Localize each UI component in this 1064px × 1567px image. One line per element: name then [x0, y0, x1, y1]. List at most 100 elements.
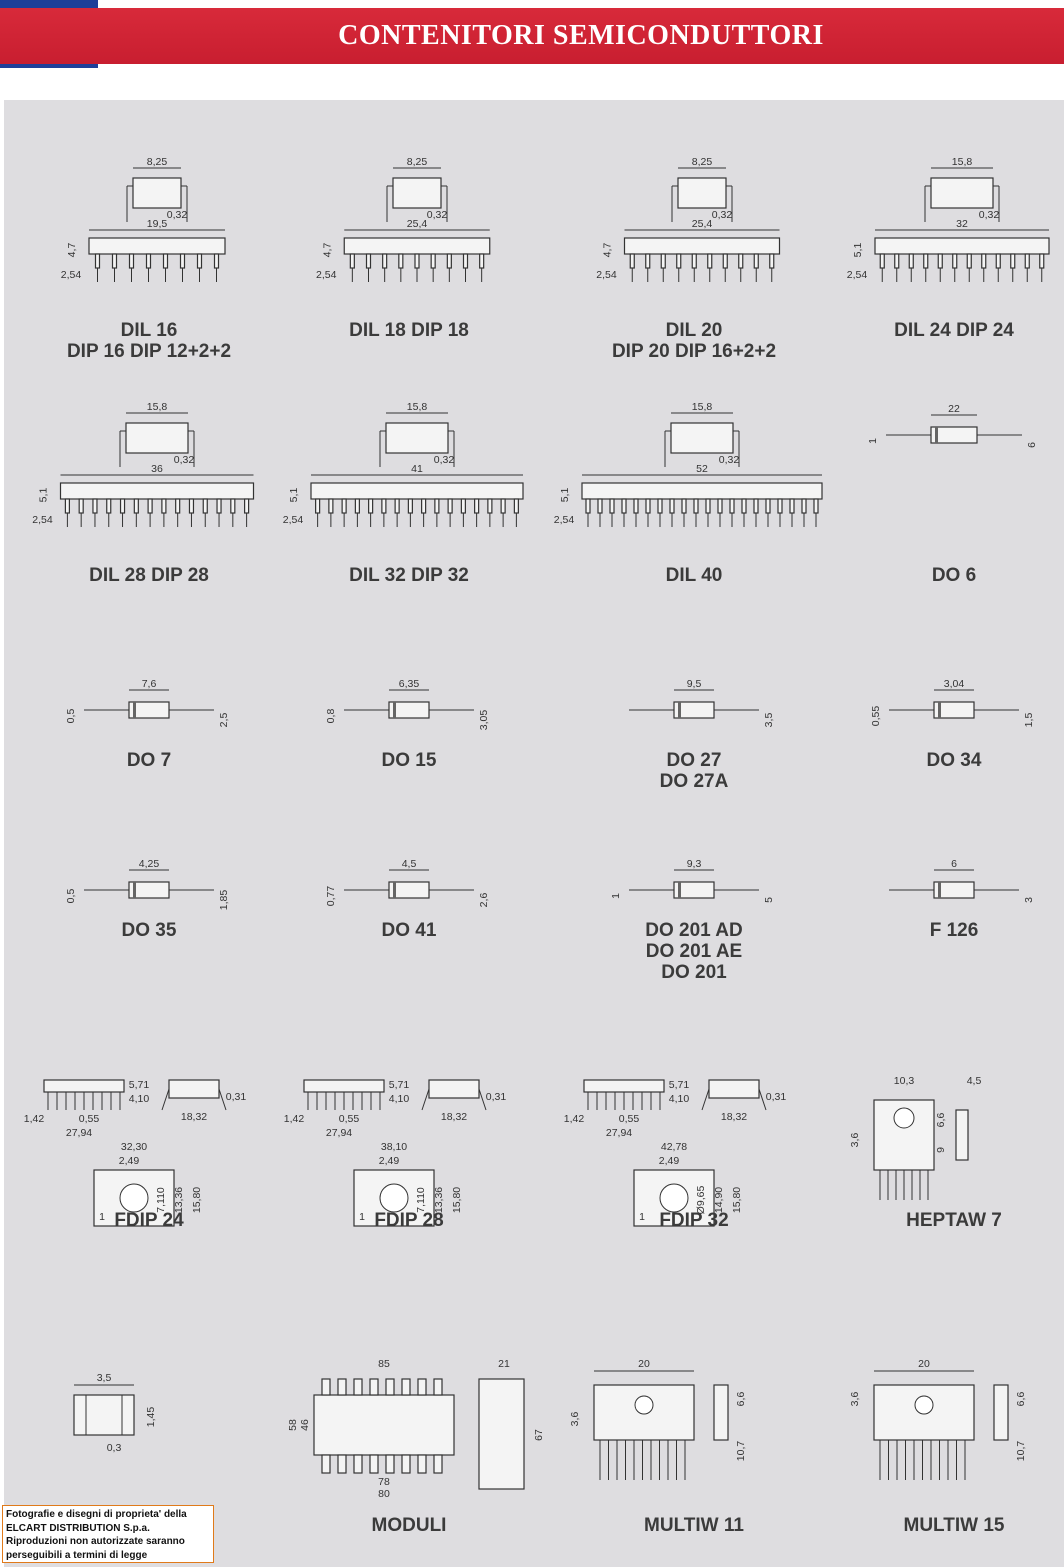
package-label: DO 15 [381, 750, 437, 771]
package-label: DO 7 [126, 750, 172, 771]
dimension-label: 5,1 [38, 488, 50, 503]
pin [908, 253, 914, 269]
pin [717, 498, 723, 514]
pin [479, 253, 485, 269]
fin [337, 1378, 347, 1396]
package-front-view [874, 237, 1050, 255]
pin [213, 253, 220, 269]
dimension-line [161, 1088, 170, 1111]
pin [981, 253, 987, 269]
package-side-view [955, 1109, 969, 1161]
pin [365, 253, 372, 269]
dimension-label: 0,32 [427, 209, 448, 221]
package-front-view [88, 237, 226, 255]
fin [321, 1378, 331, 1396]
dimension-label: 10,7 [735, 1441, 747, 1462]
pin [382, 253, 388, 269]
pin [94, 253, 101, 269]
dimension-label: 18,32 [441, 1111, 467, 1123]
fin [433, 1378, 443, 1396]
pin [315, 498, 321, 514]
pin [196, 253, 203, 269]
pin [1024, 253, 1030, 269]
pin [645, 498, 651, 514]
dimension-label: 4,25 [139, 858, 160, 870]
pin [398, 253, 404, 269]
dimension-label: 3,5 [97, 1372, 112, 1384]
cathode-band [133, 882, 136, 898]
package-label: HEPTAW 7 [906, 1210, 1002, 1231]
dimension-label: 2,54 [847, 269, 868, 281]
dimension-line [421, 1088, 430, 1111]
dimension-label: 5,1 [559, 488, 571, 503]
fin [385, 1378, 395, 1396]
fin [417, 1378, 427, 1396]
dimension-label: 5 [763, 897, 775, 903]
pin [341, 498, 347, 514]
module-body [313, 1394, 455, 1456]
pin [753, 253, 759, 269]
dimension-label: 13,36 [433, 1187, 445, 1213]
pin [1039, 253, 1045, 269]
dimension-label: 1 [867, 438, 879, 444]
pin [175, 498, 181, 514]
dimension-label: 7,6 [142, 678, 157, 690]
pin [487, 498, 493, 514]
dimension-label: 9 [935, 1147, 947, 1153]
dimension-label: 8,25 [407, 156, 428, 168]
module-side-view [478, 1378, 525, 1490]
dimension-label: 6,6 [935, 1113, 947, 1128]
dimension-label: 15,80 [731, 1187, 743, 1213]
dimension-label: 5,71 [389, 1079, 410, 1091]
package-end-view [708, 1079, 760, 1099]
mounting-hole [634, 1395, 654, 1415]
dimension-label: 0,32 [719, 454, 740, 466]
dimension-label: 5,71 [669, 1079, 690, 1091]
mounting-hole [914, 1395, 934, 1415]
pin [765, 498, 771, 514]
package-label: DO 27 DO 27A [659, 750, 729, 792]
pin [937, 253, 943, 269]
package-label: FDIP 32 [659, 1210, 729, 1231]
cathode-band [935, 427, 938, 443]
pin [434, 498, 440, 514]
dimension-label: 20 [918, 1358, 930, 1370]
dimension-label: 14,90 [713, 1187, 725, 1213]
dimension-label: 0,32 [434, 454, 455, 466]
pin [447, 498, 453, 514]
dimension-label: 10,7 [1015, 1441, 1027, 1462]
window [379, 1183, 409, 1213]
dimension-label: 2,5 [218, 713, 230, 728]
dimension-label: 15,80 [191, 1187, 203, 1213]
dimension-label: 8,25 [692, 156, 713, 168]
package-label: FDIP 24 [114, 1210, 184, 1231]
dimension-label: 1 [610, 893, 622, 899]
package-label: DIL 20 DIP 20 DIP 16+2+2 [611, 320, 777, 362]
header-bar [0, 8, 1064, 64]
pin [230, 498, 236, 514]
notice-line: perseguibili a termini di legge [6, 1549, 148, 1561]
pin [460, 498, 466, 514]
pin [1010, 253, 1016, 269]
dimension-label: 1,85 [218, 890, 230, 911]
dimension-label: 4,10 [129, 1093, 150, 1105]
dimension-label: 0,31 [226, 1091, 247, 1103]
